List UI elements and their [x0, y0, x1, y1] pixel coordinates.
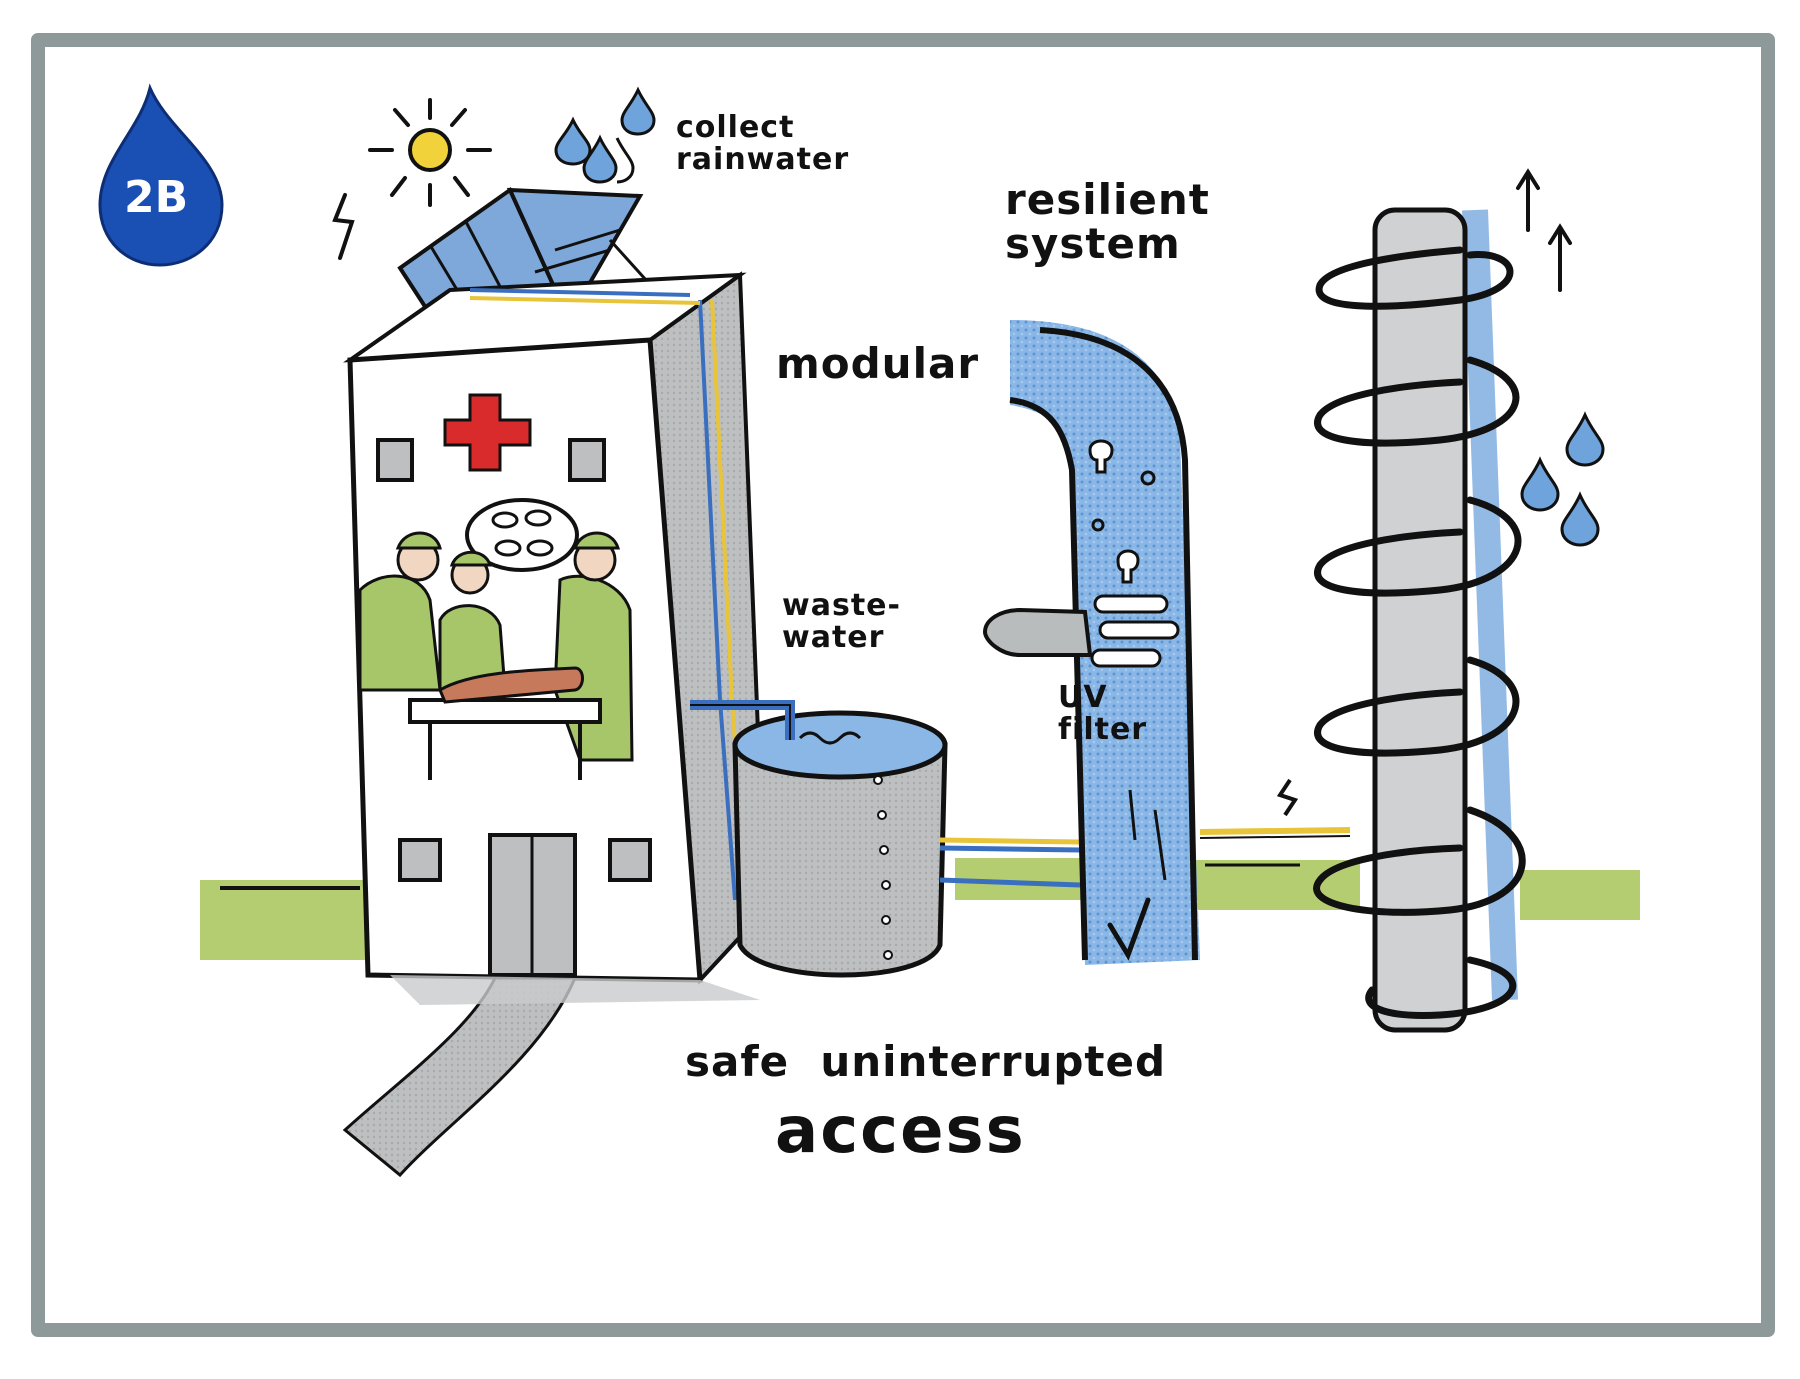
hospital-building-icon	[342, 271, 768, 1178]
check-mark-icon	[1107, 897, 1151, 961]
resilient-system-label: resilient system	[1005, 175, 1210, 269]
frame	[31, 33, 1775, 1337]
operating-lamp-icon	[465, 498, 579, 572]
uv-lamp-icon	[982, 594, 1180, 668]
lightning-cable-icon	[1199, 778, 1351, 839]
up-arrows-icon	[1516, 168, 1572, 292]
access-label: access	[775, 1094, 1026, 1168]
surgeons-icon	[358, 531, 634, 780]
sun-icon	[368, 98, 492, 207]
badge-label: 2B	[124, 172, 189, 223]
wastewater-label: waste- water	[782, 588, 901, 655]
badge-drop-icon	[98, 83, 224, 267]
safe-uninterrupted-label: safe uninterrupted	[685, 1037, 1167, 1086]
lightning-icon	[332, 193, 355, 260]
uv-filter-pipe-icon	[1009, 320, 1200, 965]
collect-rainwater-label: collect rainwater	[676, 110, 850, 177]
red-cross-icon	[443, 393, 532, 472]
rain-drops-icon	[554, 86, 656, 184]
modular-label: modular	[776, 339, 980, 388]
spiral-pipe-icon	[1313, 207, 1526, 1033]
spiral-drops-icon	[1520, 411, 1605, 547]
uv-filter-label: UV filter	[1058, 680, 1148, 747]
water-tank-icon	[690, 700, 1081, 978]
